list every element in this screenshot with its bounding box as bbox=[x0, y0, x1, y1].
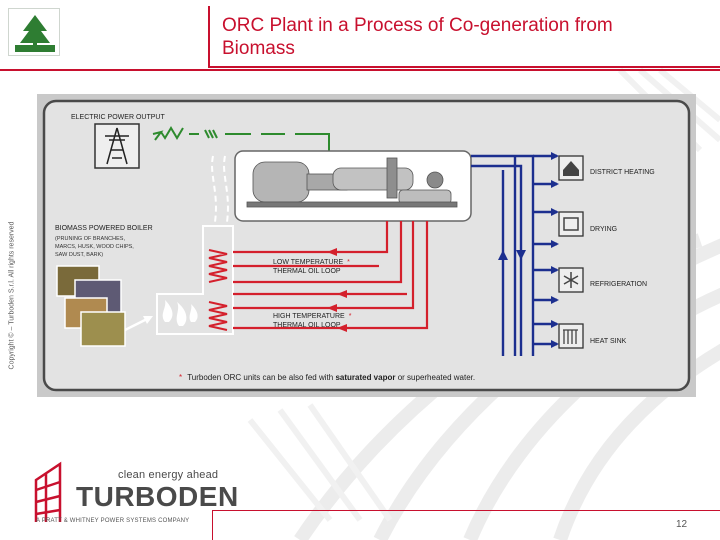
svg-text:LOW TEMPERATURE*: LOW TEMPERATURE * bbox=[273, 259, 350, 266]
footnote-pre: Turboden ORC units can be also fed with bbox=[187, 373, 335, 382]
brand-name: TURBODEN bbox=[76, 481, 239, 512]
boiler-note-3: SAW DUST, BARK) bbox=[55, 252, 103, 258]
svg-text:HIGH TEMPERATURE*: HIGH TEMPERATURE * bbox=[273, 313, 352, 320]
turboden-logo-mark bbox=[34, 461, 62, 522]
heat-sink-icon bbox=[558, 323, 584, 349]
boiler-note-1: (PRUNING OF BRANCHES, bbox=[55, 236, 125, 242]
low-loop-label-2: THERMAL OIL LOOP bbox=[273, 268, 341, 275]
page-number: 12 bbox=[676, 519, 688, 530]
biomass-photos bbox=[56, 265, 126, 347]
copyright-notice: Copyright © – Turboden S.r.l. All rights… bbox=[8, 221, 16, 370]
low-loop-marker: * bbox=[347, 259, 350, 266]
water-arrows bbox=[498, 152, 559, 348]
dryer-icon bbox=[558, 211, 584, 237]
use-drying: DRYING bbox=[590, 226, 617, 233]
title-frame: ORC Plant in a Process of Co-generation … bbox=[208, 6, 720, 68]
electric-line bbox=[152, 126, 330, 152]
footnote-bold: saturated vapor bbox=[335, 373, 395, 382]
title-underline bbox=[0, 69, 720, 71]
high-loop-label-1: HIGH TEMPERATURE bbox=[273, 313, 345, 320]
footnote-post: or superheated water. bbox=[398, 373, 475, 382]
use-refrigeration: REFRIGERATION bbox=[590, 281, 647, 288]
boiler-label: BIOMASS POWERED BOILER bbox=[55, 225, 153, 232]
snowflake-icon bbox=[558, 267, 584, 293]
use-district-heating: DISTRICT HEATING bbox=[590, 169, 655, 176]
boiler-note-2: MARCS, HUSK, WOOD CHIPS, bbox=[55, 244, 134, 250]
svg-text:* Turboden ORC units can b: * Turboden ORC units can be also fed wit… bbox=[179, 373, 475, 382]
high-loop-label-2: THERMAL OIL LOOP bbox=[273, 322, 341, 329]
page-title: ORC Plant in a Process of Co-generation … bbox=[222, 15, 613, 59]
brand-subtitle: A PRATT & WHITNEY POWER SYSTEMS COMPANY bbox=[36, 518, 190, 524]
high-temp-coil bbox=[208, 301, 228, 331]
tree-logo-icon bbox=[12, 12, 58, 54]
thermal-arrows bbox=[327, 248, 347, 332]
high-loop-marker: * bbox=[349, 313, 352, 320]
orc-unit-machine bbox=[246, 157, 458, 208]
use-heat-sink: HEAT SINK bbox=[590, 338, 627, 345]
flame-icon bbox=[162, 300, 198, 326]
pylon-icon bbox=[94, 123, 140, 169]
footer-divider bbox=[213, 510, 720, 511]
electric-output-label: ELECTRIC POWER OUTPUT bbox=[71, 114, 165, 121]
house-icon bbox=[558, 155, 584, 181]
footnote-marker: * bbox=[179, 373, 182, 382]
footer-divider-vertical bbox=[212, 510, 213, 540]
water-circuit bbox=[471, 154, 557, 356]
orc-cogeneration-diagram: ELECTRIC POWER OUTPUT bbox=[37, 94, 696, 397]
boiler-outline bbox=[156, 225, 234, 335]
thermal-oil-loops bbox=[233, 221, 429, 330]
brand-tagline: clean energy ahead bbox=[118, 469, 219, 481]
low-temp-coil bbox=[208, 249, 228, 283]
exhaust-lines bbox=[211, 155, 229, 223]
low-loop-label-1: LOW TEMPERATURE bbox=[273, 259, 343, 266]
company-logo bbox=[8, 8, 60, 56]
